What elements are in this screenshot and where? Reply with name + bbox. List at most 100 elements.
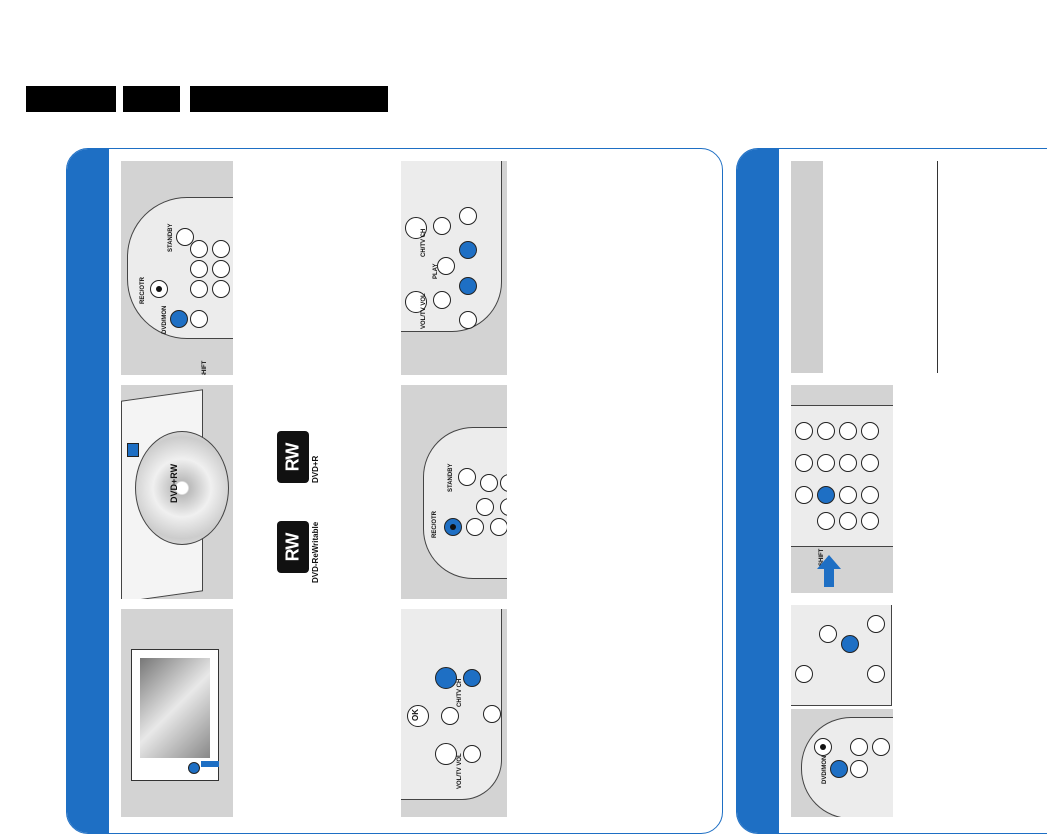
ch-minus-button[interactable]	[433, 217, 451, 235]
clear-button[interactable]	[839, 512, 857, 530]
panel-tv-screen	[121, 609, 233, 817]
vol-minus-button[interactable]	[433, 291, 451, 309]
select-button[interactable]	[861, 486, 879, 504]
arrow-up-icon	[817, 555, 841, 569]
timer-button[interactable]	[817, 512, 835, 530]
card-accent-strip-right	[737, 149, 779, 833]
cdr-tape-button[interactable]	[212, 260, 230, 278]
cam-button-4[interactable]	[850, 760, 868, 778]
pause-button-3[interactable]	[867, 615, 885, 633]
pause-button[interactable]	[459, 241, 477, 259]
cam-button[interactable]	[190, 310, 208, 328]
vol-plus-button[interactable]	[405, 291, 427, 313]
sat-button-2[interactable]	[480, 474, 498, 492]
rec-timer-button[interactable]	[817, 486, 835, 504]
tv-button-3[interactable]	[817, 422, 835, 440]
dvd-disc	[135, 431, 229, 545]
remote-lower-illustration: DVD/MON	[801, 717, 893, 817]
standby-button-2[interactable]	[458, 468, 476, 486]
label-rec-otr: REC/OTR	[140, 277, 146, 304]
panel-disc-tray: DVD+RW	[121, 385, 233, 599]
tuner-button[interactable]	[190, 260, 208, 278]
tv-button-4[interactable]	[850, 738, 868, 756]
stop-button-3[interactable]	[841, 635, 859, 653]
fts-button[interactable]	[795, 486, 813, 504]
rw-logo-dvd-rewritable: RW	[277, 521, 309, 573]
panel-remote-dvdmon: REC/OTR DVD/MON STANDBY SHIFT	[121, 161, 233, 375]
search-fwd-button[interactable]	[459, 207, 477, 225]
rec-otr-button-3[interactable]	[814, 738, 832, 756]
arrow-up-shaft	[824, 569, 834, 587]
remote-record-illustration: REC/OTR STANDBY	[423, 427, 507, 579]
ch-plus-button[interactable]	[405, 217, 427, 239]
vol-minus-button-2[interactable]	[463, 745, 481, 763]
label-standby-2: STANDBY	[448, 463, 454, 492]
label-dvd-mon-2: DVD/MON	[822, 755, 828, 784]
ch-plus-button-2[interactable]	[435, 667, 457, 689]
panel-remote-shift: SHIFT	[791, 385, 893, 593]
pause-button-2[interactable]	[483, 705, 501, 723]
header-bar-3	[190, 86, 388, 112]
panel-remote-playback: VOL/TV VOL CH/TV CH PLAY	[401, 161, 507, 375]
label-vol-tv-vol: VOL/TV VOL	[421, 293, 427, 329]
remote-upper-illustration	[791, 605, 892, 706]
card-accent-strip	[67, 149, 109, 833]
divider-line	[937, 161, 938, 373]
label-ch-tv-ch-2: CH/TV CH	[457, 678, 463, 707]
dvd-mon-button-4[interactable]	[830, 760, 848, 778]
vcr-game-button-2[interactable]	[500, 474, 507, 492]
cd-button[interactable]	[212, 280, 230, 298]
ok-button[interactable]	[407, 705, 429, 727]
cdr-tape-button-2[interactable]	[500, 498, 507, 516]
remote-illustration: REC/OTR DVD/MON STANDBY SHIFT	[127, 197, 233, 375]
dvd-mon-button[interactable]	[170, 310, 188, 328]
dim-button[interactable]	[839, 486, 857, 504]
play-button-3[interactable]	[819, 625, 837, 643]
open-close-indicator	[127, 443, 139, 457]
label-standby: STANDBY	[168, 223, 174, 252]
remote-playback-illustration: VOL/TV VOL CH/TV CH PLAY	[401, 161, 502, 332]
arrow-left-icon	[201, 761, 219, 767]
tv-set	[131, 649, 219, 781]
vcr-game-button-3[interactable]	[861, 454, 879, 472]
sat-button[interactable]	[190, 240, 208, 258]
header-bar-2	[123, 86, 180, 112]
instruction-card-left: REC/OTR DVD/MON STANDBY SHIFT DVD+RW RW …	[66, 148, 723, 834]
caption-dvd-plus-r: DVD+R	[311, 455, 320, 483]
dvd-mon-button-3[interactable]	[795, 422, 813, 440]
cd-button-4[interactable]	[872, 738, 890, 756]
cam-button-3[interactable]	[795, 454, 813, 472]
cdr-tape-button-3[interactable]	[839, 454, 857, 472]
vol-plus-button-3[interactable]	[795, 665, 813, 683]
tv-screen	[140, 658, 210, 758]
rec-otr-button[interactable]	[150, 280, 168, 298]
search-back-button[interactable]	[459, 311, 477, 329]
label-vol-tv-vol-2: VOL/TV VOL	[457, 753, 463, 789]
vol-plus-button-2[interactable]	[435, 743, 457, 765]
rw-logo-dvd-plus-r: RW	[277, 431, 309, 483]
vcr-game-button[interactable]	[212, 240, 230, 258]
return-button[interactable]	[861, 512, 879, 530]
panel-remote-split: DVD/MON	[791, 605, 893, 817]
tuner-button-2[interactable]	[476, 498, 494, 516]
tuner-button-3[interactable]	[839, 422, 857, 440]
standby-button[interactable]	[176, 228, 194, 246]
remote-shift-illustration: SHIFT	[791, 405, 893, 566]
play-button[interactable]	[437, 257, 455, 275]
label-ok: OK	[411, 709, 420, 721]
ch-minus-button-2[interactable]	[463, 669, 481, 687]
panel-gray-lower: DVD/MON	[791, 709, 893, 817]
sat-button-3[interactable]	[861, 422, 879, 440]
bass-button[interactable]	[867, 665, 885, 683]
rec-button[interactable]	[444, 518, 462, 536]
tv-button[interactable]	[190, 280, 208, 298]
instruction-card-right: SHIFT DVD/MON	[736, 148, 1047, 834]
cd-button-2[interactable]	[490, 518, 507, 536]
play-button-2[interactable]	[441, 707, 459, 725]
cd-button-3[interactable]	[817, 454, 835, 472]
label-ch-tv-ch: CH/TV CH	[421, 228, 427, 257]
label-rec-otr-2: REC/OTR	[432, 511, 438, 538]
tv-button-2[interactable]	[466, 518, 484, 536]
label-play: PLAY	[433, 263, 439, 279]
stop-button[interactable]	[459, 277, 477, 295]
